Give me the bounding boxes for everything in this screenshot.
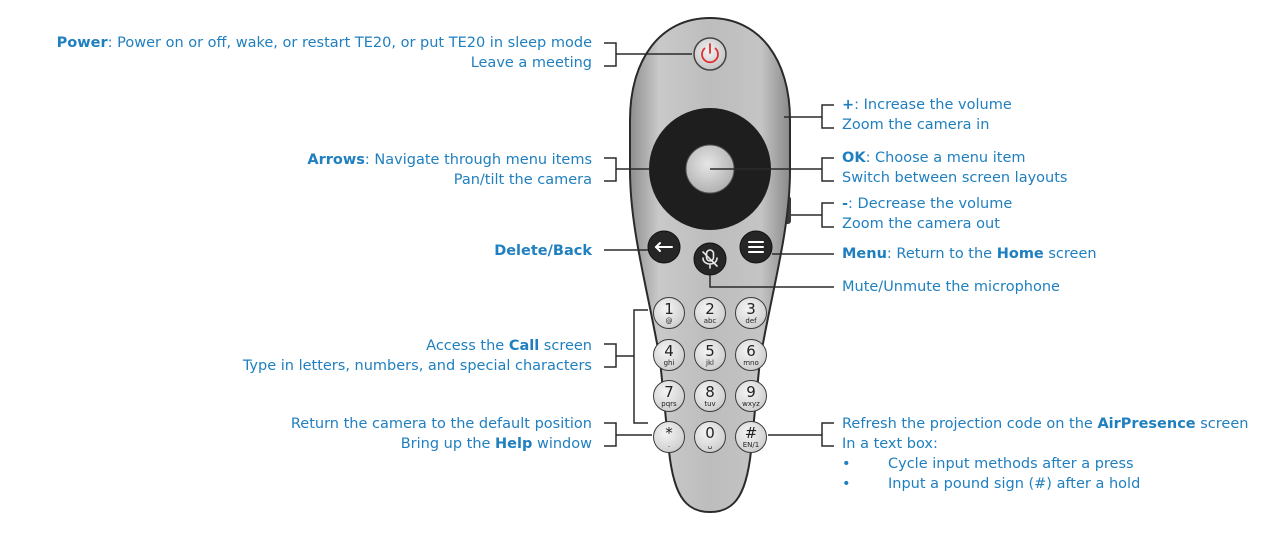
menu-label-text2: screen xyxy=(1043,246,1097,262)
key-0[interactable]: 0␣ xyxy=(694,421,726,453)
hash-label-item-1: • Cycle input methods after a press xyxy=(842,454,1248,474)
back-button xyxy=(647,230,681,264)
menu-label-bold: Menu xyxy=(842,246,887,262)
star-label-bold: Help xyxy=(495,436,533,452)
volume-up-label-bold: + xyxy=(842,97,855,113)
key-letters: def xyxy=(745,317,757,325)
back-arrow-icon xyxy=(654,242,673,252)
key-letters: tuv xyxy=(704,400,716,408)
hash-label-line2: In a text box: xyxy=(842,436,938,452)
ok-label-text: : Choose a menu item xyxy=(865,150,1026,166)
power-label-line2: Leave a meeting xyxy=(470,55,592,71)
hash-label-item-1-text: Cycle input methods after a press xyxy=(888,456,1134,472)
key-letters: ghi xyxy=(663,359,675,367)
power-button xyxy=(693,37,727,71)
ok-label: OK: Choose a menu item Switch between sc… xyxy=(842,148,1067,188)
key-star[interactable]: *. xyxy=(653,421,685,453)
call-label-bold: Call xyxy=(508,338,540,354)
volume-up-label-line2: Zoom the camera in xyxy=(842,117,990,133)
volume-up-label-text: : Increase the volume xyxy=(854,97,1012,113)
key-digit: * xyxy=(665,424,673,442)
key-digit: 8 xyxy=(705,383,715,401)
ok-label-line2: Switch between screen layouts xyxy=(842,170,1068,186)
key-letters: ␣ xyxy=(707,441,713,449)
call-label-line2: Type in letters, numbers, and special ch… xyxy=(242,358,592,374)
arrows-label-text: : Navigate through menu items xyxy=(364,152,592,168)
volume-down-label-text: : Decrease the volume xyxy=(848,196,1013,212)
key-letters: pqrs xyxy=(661,400,677,408)
arrows-label-bold: Arrows xyxy=(307,152,365,168)
menu-label-text: : Return to the xyxy=(886,246,997,262)
delete-back-label: Delete/Back xyxy=(494,241,592,261)
menu-button xyxy=(739,230,773,264)
call-label-text2: screen xyxy=(539,338,592,354)
key-digit: 4 xyxy=(664,342,674,360)
call-label: Access the Call screen Type in letters, … xyxy=(243,336,592,376)
menu-label: Menu: Return to the Home screen xyxy=(842,244,1097,264)
power-label-bold: Power xyxy=(56,35,108,51)
key-digit: 3 xyxy=(746,300,756,318)
ok-label-bold: OK xyxy=(842,150,866,166)
key-letters: jkl xyxy=(706,359,714,367)
key-digit: 2 xyxy=(705,300,715,318)
volume-down-label: -: Decrease the volume Zoom the camera o… xyxy=(842,194,1012,234)
star-label: Return the camera to the default positio… xyxy=(291,414,592,454)
key-letters: abc xyxy=(703,317,717,325)
arrows-label: Arrows: Navigate through menu items Pan/… xyxy=(307,150,592,190)
key-letters: @ xyxy=(665,317,673,325)
mute-label: Mute/Unmute the microphone xyxy=(842,277,1060,297)
volume-down-label-line2: Zoom the camera out xyxy=(842,216,1000,232)
key-digit: 9 xyxy=(746,383,756,401)
hash-label-item-2-text: Input a pound sign (#) after a hold xyxy=(888,476,1141,492)
mute-label-text: Mute/Unmute the microphone xyxy=(842,279,1060,295)
star-label-line1: Return the camera to the default positio… xyxy=(290,416,592,432)
arrows-label-line2: Pan/tilt the camera xyxy=(453,172,592,188)
star-label-text2: window xyxy=(532,436,592,452)
volume-down-label-bold: - xyxy=(842,196,849,212)
key-digit: 7 xyxy=(664,383,674,401)
key-digit: 1 xyxy=(664,300,674,318)
key-letters: mno xyxy=(743,359,759,367)
hash-label: Refresh the projection code on the AirPr… xyxy=(842,414,1248,494)
key-letters: wxyz xyxy=(742,400,760,408)
key-1[interactable]: 1@ xyxy=(653,297,685,329)
key-digit: 6 xyxy=(746,342,756,360)
call-label-text: Access the xyxy=(426,338,509,354)
key-digit: 0 xyxy=(705,424,715,442)
menu-lines-icon xyxy=(748,241,764,253)
key-hash[interactable]: #EN/1 xyxy=(735,421,767,453)
mic-mute-icon xyxy=(702,249,718,269)
power-label-text: : Power on or off, wake, or restart TE20… xyxy=(107,35,592,51)
star-label-text: Bring up the xyxy=(400,436,496,452)
menu-label-bold2: Home xyxy=(996,246,1044,262)
delete-back-label-bold: Delete/Back xyxy=(494,243,592,259)
hash-label-text: Refresh the projection code on the xyxy=(842,416,1098,432)
power-label: Power: Power on or off, wake, or restart… xyxy=(57,33,592,73)
bullet: • xyxy=(842,476,851,492)
bullet: • xyxy=(842,456,851,472)
mute-button xyxy=(693,242,727,276)
key-letters: EN/1 xyxy=(742,441,760,449)
power-icon xyxy=(701,43,719,64)
volume-up-label: +: Increase the volume Zoom the camera i… xyxy=(842,95,1012,135)
hash-label-item-2: • Input a pound sign (#) after a hold xyxy=(842,474,1248,494)
key-digit: # xyxy=(744,424,758,442)
key-letters: . xyxy=(667,441,671,449)
key-digit: 5 xyxy=(705,342,715,360)
callout-lines xyxy=(604,42,834,447)
hash-label-text2: screen xyxy=(1195,416,1249,432)
hash-label-bold: AirPresence xyxy=(1097,416,1196,432)
